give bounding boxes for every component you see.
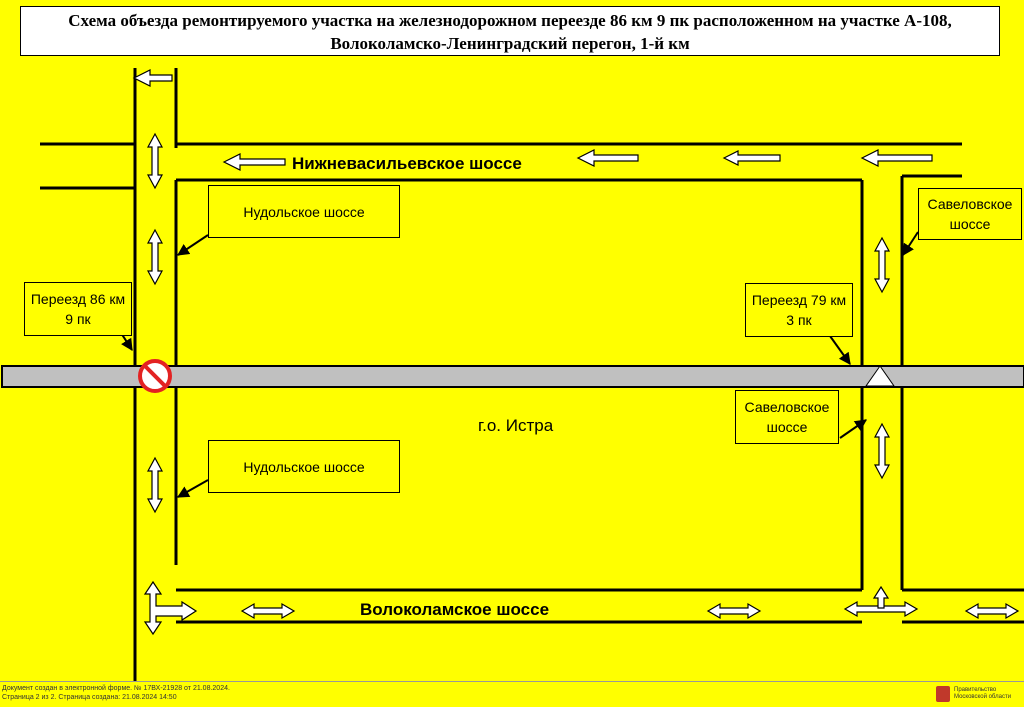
arrow-left-icon [722, 150, 781, 166]
arrow-left-icon [576, 149, 639, 167]
arrow-junction-icon [143, 580, 198, 636]
footer: Документ создан в электронной форме. № 1… [0, 681, 1024, 707]
label-crossing-79: Переезд 79 км 3 пк [745, 283, 853, 337]
footer-line-2: Страница 2 из 2. Страница создана: 21.08… [2, 694, 177, 701]
arrow-updown-icon [873, 236, 891, 294]
arrow-left-icon [222, 153, 286, 171]
arrow-leftright-icon [964, 602, 1020, 620]
arrow-updown-icon [873, 422, 891, 480]
arrow-leftright-icon [843, 600, 919, 618]
two-way-vertical-arrows [146, 132, 891, 514]
crossing-closed-icon [138, 359, 172, 393]
arrow-leftright-icon [240, 602, 296, 620]
footer-org: Правительство Московской области [954, 687, 1012, 700]
arrow-left-icon [132, 69, 173, 87]
one-way-arrows [132, 69, 933, 171]
scheme-title: Схема объезда ремонтируемого участка на … [20, 6, 1000, 56]
arrow-updown-icon [146, 132, 164, 190]
two-way-horizontal-arrows [143, 580, 1020, 636]
label-nudolskoe-top: Нудольское шоссе [208, 185, 400, 238]
arrow-updown-icon [146, 228, 164, 286]
coat-of-arms-icon [936, 686, 950, 702]
arrow-left-icon [860, 149, 933, 167]
label-savelovskoe-top: Савеловское шоссе [918, 188, 1022, 240]
arrow-updown-icon [146, 456, 164, 514]
road-name-volokolamskoe: Волоколамское шоссе [360, 600, 550, 619]
arrow-up-icon [872, 585, 890, 609]
label-crossing-86: Переезд 86 км 9 пк [24, 282, 132, 336]
road-name-nizhnevasilevskoe: Нижневасильевское шоссе [292, 154, 522, 173]
railway-track [1, 365, 1024, 388]
city-label: г.о. Истра [478, 416, 554, 435]
label-savelovskoe-bottom: Савеловское шоссе [735, 390, 839, 444]
crossing-open-icon [865, 365, 895, 387]
arrow-leftright-icon [706, 602, 762, 620]
label-nudolskoe-bottom: Нудольское шоссе [208, 440, 400, 493]
footer-line-1: Документ создан в электронной форме. № 1… [2, 685, 230, 692]
